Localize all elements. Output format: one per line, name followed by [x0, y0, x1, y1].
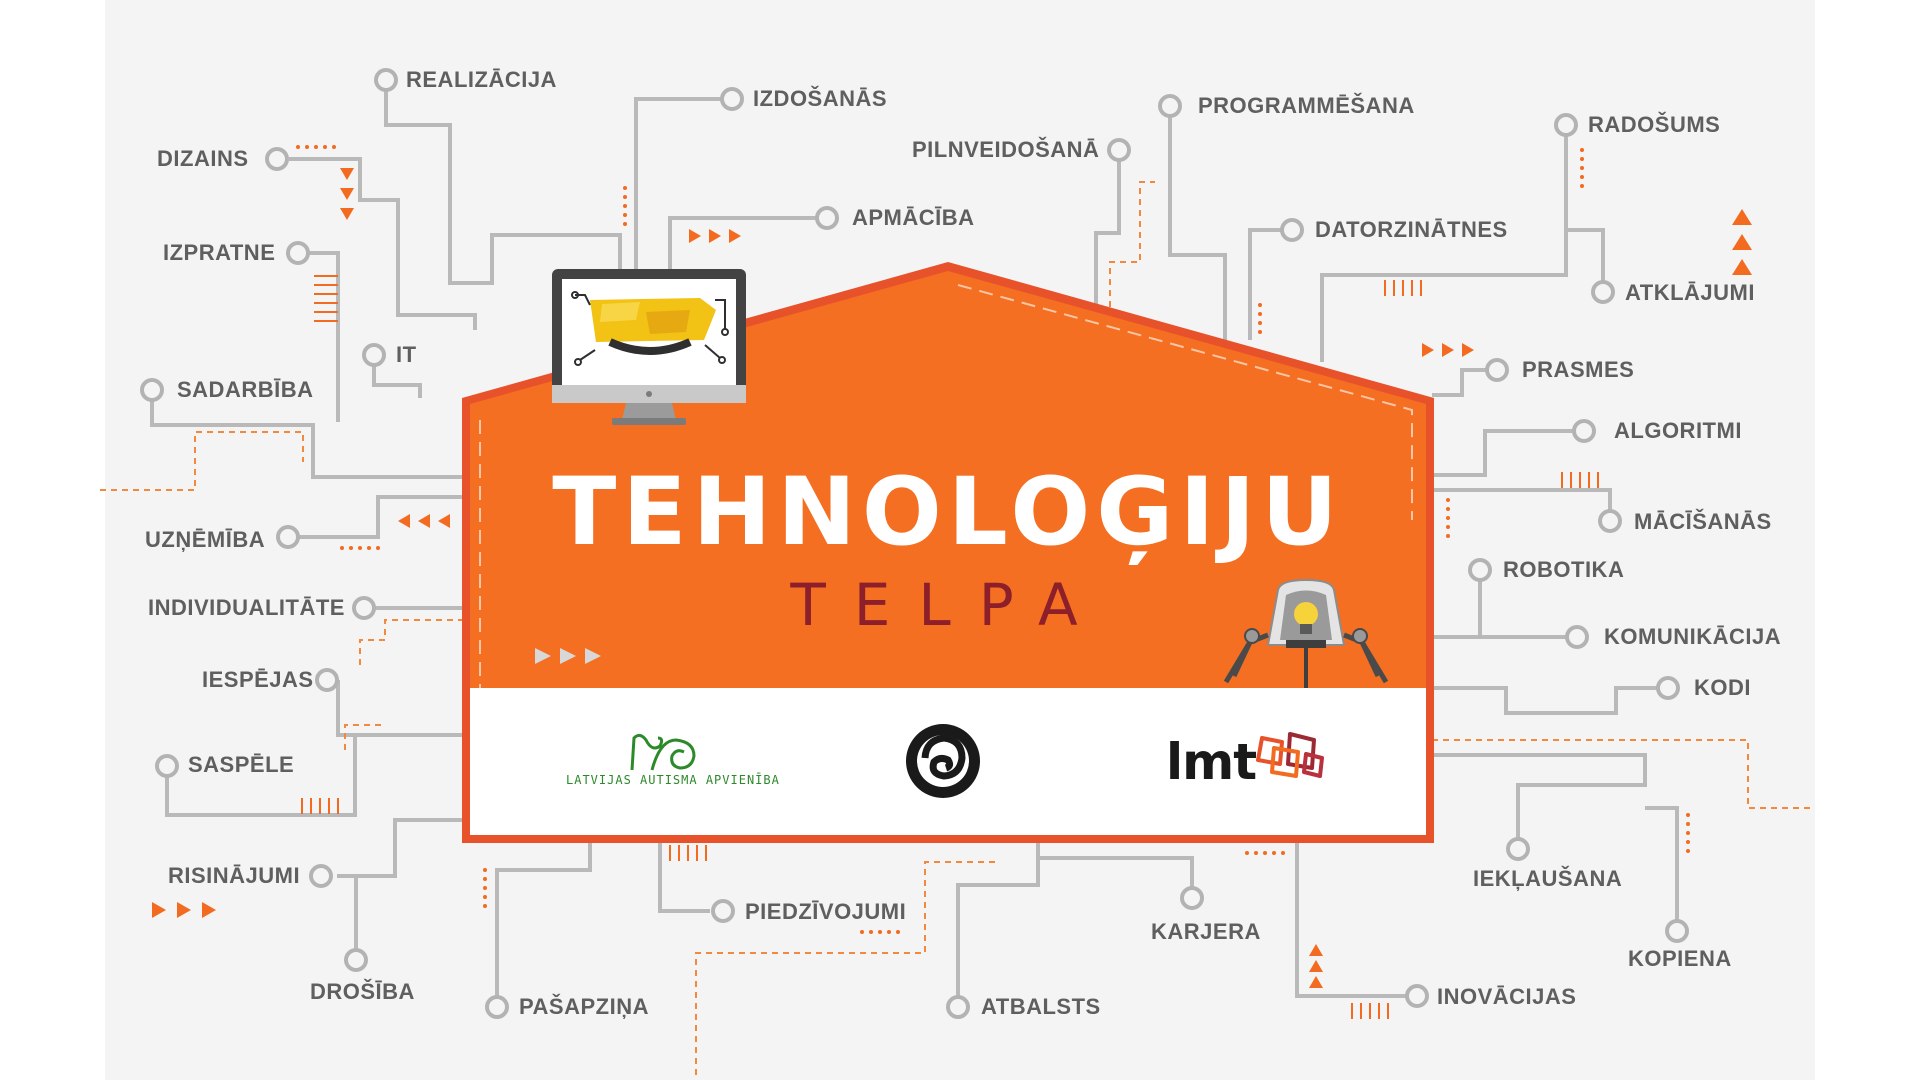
computer-monitor-icon	[552, 269, 746, 425]
circuit-nodes	[140, 68, 1689, 1019]
page-title: TEHNOLOĢIJU	[552, 458, 1344, 567]
label-atbalsts: ATBALSTS	[981, 994, 1101, 1019]
orange-tick-groups	[301, 275, 1599, 1019]
orange-dot-groups	[296, 145, 1690, 934]
orange-arrow-groups	[152, 168, 1752, 988]
lmt-logo-icon	[1256, 732, 1324, 778]
label-realizacija: REALIZĀCIJA	[406, 67, 557, 92]
label-kodi: KODI	[1694, 675, 1751, 700]
label-ieklausana: IEKĻAUŠANA	[1473, 866, 1623, 891]
label-saspele: SASPĒLE	[188, 752, 295, 777]
label-atklajumi: ATKLĀJUMI	[1625, 280, 1755, 305]
label-macisanas: MĀCĪŠANĀS	[1634, 509, 1772, 534]
label-it: IT	[396, 342, 417, 367]
label-drosiba: DROŠĪBA	[310, 979, 415, 1004]
label-karjera: KARJERA	[1151, 919, 1261, 944]
label-radosums: RADOŠUMS	[1588, 112, 1721, 137]
label-inovacijas: INOVĀCIJAS	[1437, 984, 1577, 1009]
label-uznemiba: UZŅĒMĪBA	[145, 527, 266, 552]
lmt-logo-text: lmt	[1166, 733, 1257, 791]
page-subtitle: TELPA	[790, 571, 1106, 639]
circle-logo-icon	[906, 724, 980, 798]
label-individualitate: INDIVIDUALITĀTE	[148, 595, 345, 620]
label-algoritmi: ALGORITMI	[1614, 418, 1742, 443]
label-pilnveidosana: PILNVEIDOŠANĀ	[912, 137, 1100, 162]
lav-logo-text: LATVIJAS AUTISMA APVIENĪBA	[566, 773, 780, 787]
label-piedzivojumi: PIEDZĪVOJUMI	[745, 899, 907, 924]
label-datorzinatnes: DATORZINĀTNES	[1315, 217, 1508, 242]
robot-lightbulb-icon	[1223, 578, 1389, 688]
label-iespejas: IESPĒJAS	[202, 667, 314, 692]
label-prasmes: PRASMES	[1522, 357, 1635, 382]
label-risinajumi: RISINĀJUMI	[168, 863, 301, 888]
circuit-lines	[150, 88, 1679, 1005]
label-sadarbiba: SADARBĪBA	[177, 377, 314, 402]
lav-logo-icon	[630, 733, 696, 771]
label-izdosanas: IZDOŠANĀS	[753, 86, 888, 111]
label-komunikacija: KOMUNIKĀCIJA	[1604, 624, 1782, 649]
label-programmesana: PROGRAMMĒŠANA	[1198, 93, 1415, 118]
label-dizains: DIZAINS	[157, 146, 249, 171]
orange-dashed-traces	[100, 181, 1815, 1075]
label-pasapzina: PAŠAPZIŅA	[519, 994, 649, 1019]
label-kopiena: KOPIENA	[1628, 946, 1732, 971]
gray-arrow-group	[535, 648, 601, 664]
label-izpratne: IZPRATNE	[163, 240, 276, 265]
label-apmaciba: APMĀCĪBA	[852, 205, 975, 230]
label-robotika: ROBOTIKA	[1503, 557, 1625, 582]
